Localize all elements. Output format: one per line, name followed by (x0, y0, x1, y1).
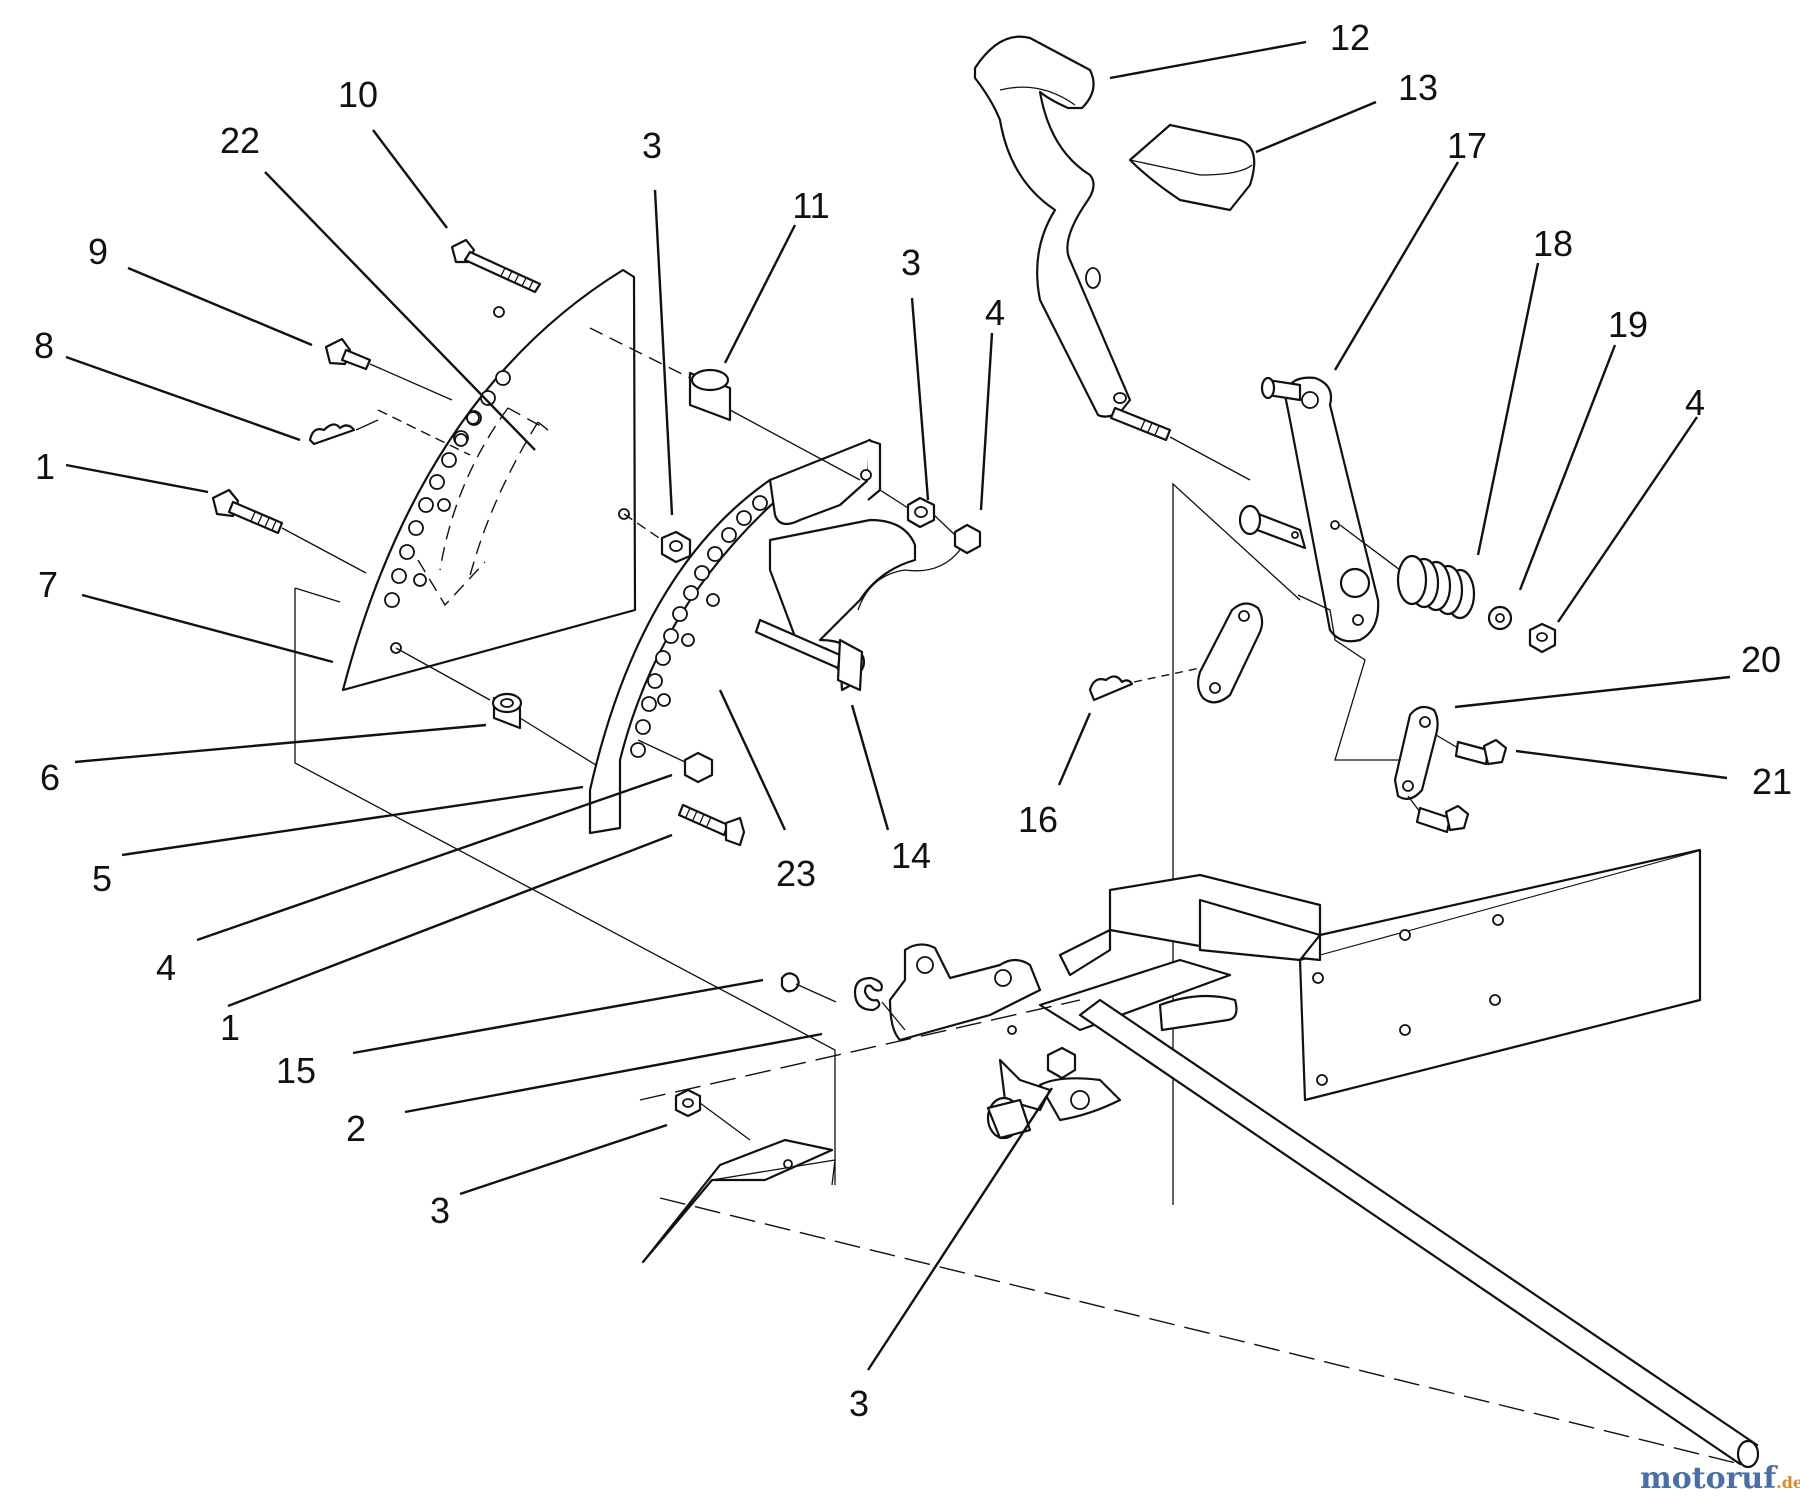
callout-11: 11 (792, 185, 829, 226)
bushing-3-lower (986, 1046, 1077, 1140)
callout-6: 6 (40, 757, 60, 798)
callout-21: 21 (1752, 761, 1792, 802)
callout-3: 3 (901, 242, 921, 283)
spring-18 (1339, 524, 1476, 620)
callout-1: 1 (220, 1007, 240, 1048)
mounting-plate-outline (294, 587, 836, 1185)
spacer-11 (589, 327, 861, 481)
bolt-1-upper (211, 488, 367, 574)
callout-18: 18 (1533, 223, 1573, 264)
watermark-logo: motoruf.de (1640, 1461, 1800, 1496)
shaft-hub-plate (641, 1025, 1017, 1264)
shaft (639, 998, 1760, 1469)
callout-7: 7 (38, 564, 58, 605)
nut-3-and-4-right (857, 489, 982, 611)
callout-10: 10 (338, 74, 378, 115)
callout-3: 3 (642, 125, 662, 166)
shaft-arms (888, 928, 1122, 1122)
small-parts-15-2-3 (674, 972, 906, 1141)
lever-17 (1238, 376, 1380, 643)
bolts-21 (1407, 734, 1508, 834)
sector-plate-7 (341, 268, 637, 692)
callout-14: 14 (891, 835, 931, 876)
link-plate-16 (1088, 602, 1264, 704)
spacer-6 (395, 647, 621, 781)
callout-9: 9 (88, 231, 108, 272)
callout-5: 5 (92, 858, 112, 899)
arrow-decal-22 (417, 407, 549, 607)
callout-4: 4 (985, 292, 1005, 333)
watermark-suffix: .de (1776, 1473, 1800, 1492)
callout-2: 2 (346, 1108, 366, 1149)
pedal-pad-13 (1128, 123, 1256, 212)
pin-14 (754, 618, 864, 692)
callout-20: 20 (1741, 639, 1781, 680)
callout-16: 16 (1018, 799, 1058, 840)
callout-1: 1 (35, 446, 55, 487)
watermark-text: motoruf (1640, 1461, 1778, 1496)
nut-3-upper (623, 513, 692, 564)
link-20 (1393, 705, 1439, 801)
leader-lines (65, 40, 1731, 1371)
washer-19 (1487, 605, 1513, 631)
callout-4: 4 (1685, 382, 1705, 423)
svg-text:motoruf.de: motoruf.de (1640, 1461, 1800, 1496)
callout-12: 12 (1330, 17, 1370, 58)
callout-15: 15 (276, 1050, 316, 1091)
frame-bracket (1038, 848, 1702, 1102)
callout-4: 4 (156, 947, 176, 988)
callout-17: 17 (1447, 125, 1487, 166)
pedal-pivot-bolt (1109, 406, 1251, 481)
callout-3: 3 (849, 1383, 869, 1424)
callout-23: 23 (776, 853, 816, 894)
callout-labels: 10 22 3 9 8 1 7 6 5 4 1 11 3 4 23 14 12 … (34, 17, 1792, 1424)
bolt-1-lower (677, 803, 746, 847)
nut-4-right (1528, 622, 1557, 654)
callout-22: 22 (220, 120, 260, 161)
callout-8: 8 (34, 325, 54, 366)
clip-8 (308, 409, 471, 456)
carriage-bolt-10 (450, 238, 542, 294)
callout-19: 19 (1608, 304, 1648, 345)
nut-4-lower-left (637, 739, 714, 784)
pedal-arm-12 (973, 35, 1132, 418)
callout-3: 3 (430, 1190, 450, 1231)
callout-13: 13 (1398, 67, 1438, 108)
bolt-9 (324, 337, 453, 401)
